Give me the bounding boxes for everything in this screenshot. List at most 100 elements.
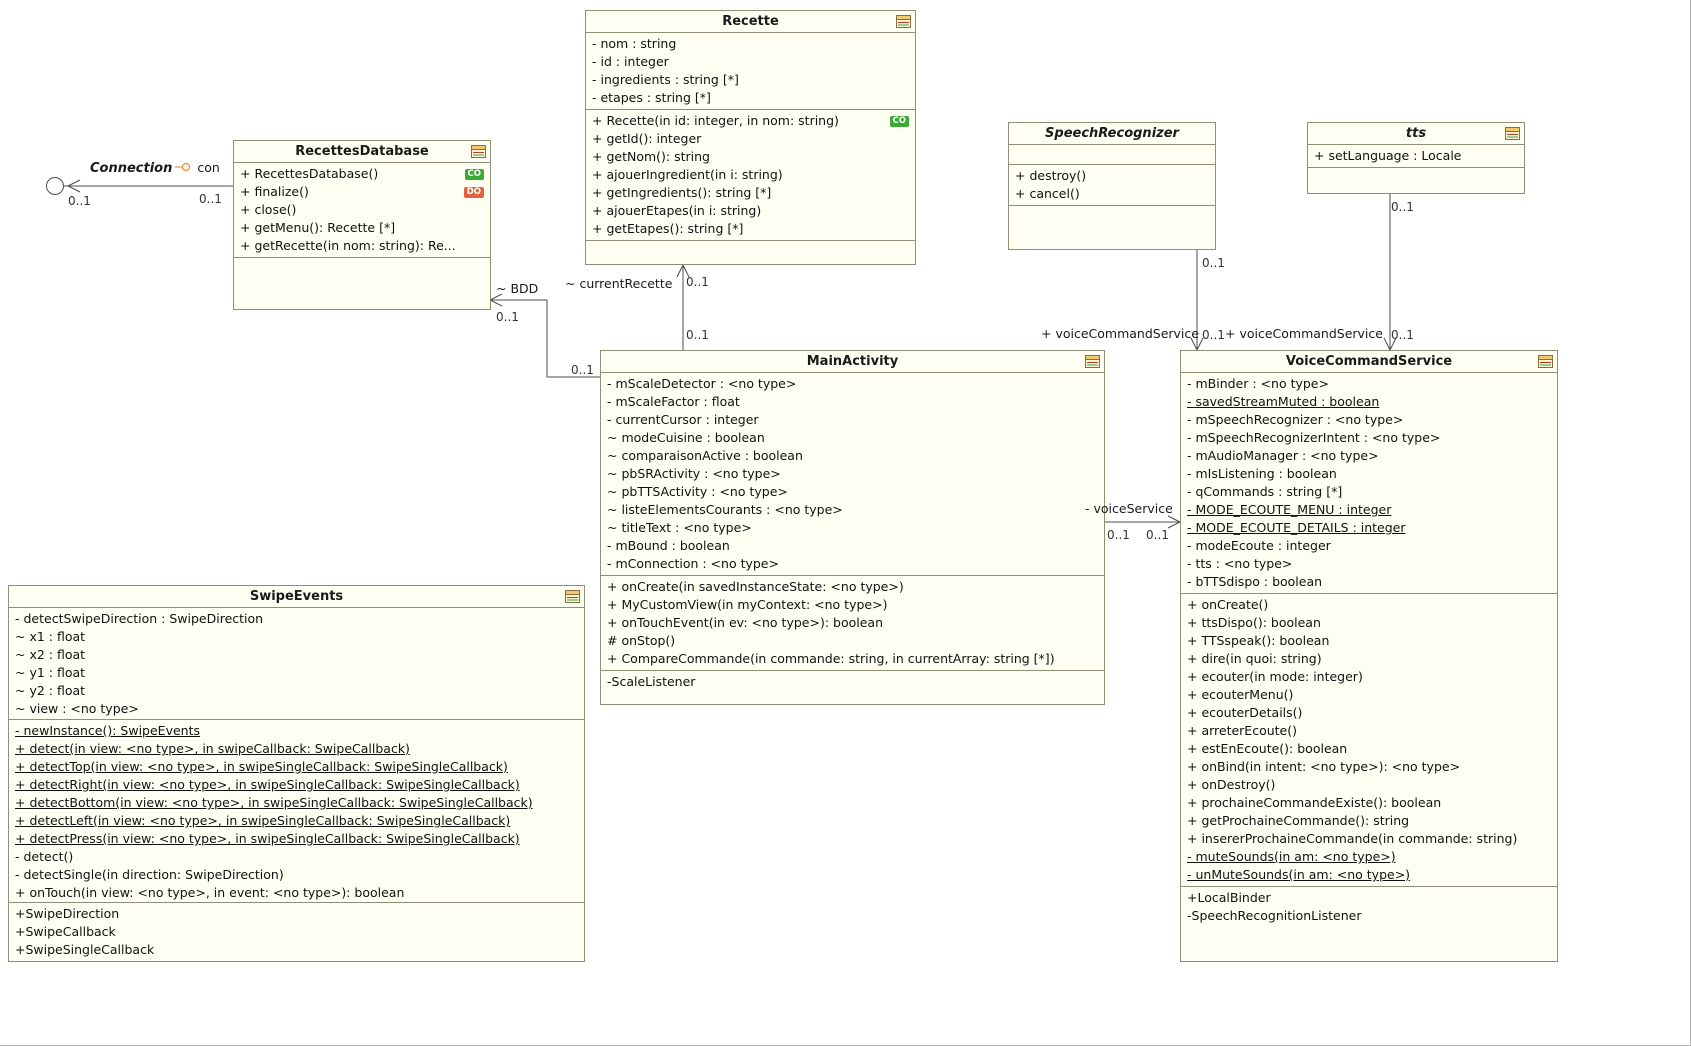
member-row[interactable]: ~ x2 : float xyxy=(15,647,86,662)
class-swipe-events[interactable]: SwipeEvents - detectSwipeDirection : Swi… xyxy=(8,585,585,962)
class-recettes-database[interactable]: RecettesDatabase + RecettesDatabase()CO+… xyxy=(233,140,491,310)
multiplicity-label[interactable]: 0..1 xyxy=(571,363,594,377)
member-row[interactable]: +SwipeSingleCallback xyxy=(15,942,155,958)
member-row[interactable]: + ecouterDetails() xyxy=(1187,705,1303,720)
class-tts[interactable]: tts + setLanguage : Locale xyxy=(1307,122,1525,194)
member-row[interactable]: ~ pbSRActivity : <no type> xyxy=(607,466,781,481)
member-row[interactable]: ~ comparaisonActive : boolean xyxy=(607,448,803,463)
member-row[interactable]: ~ view : <no type> xyxy=(15,701,139,716)
member-row[interactable]: +SwipeDirection xyxy=(15,906,120,922)
edge-connection-lollipop[interactable] xyxy=(46,177,234,195)
multiplicity-label[interactable]: 0..1 xyxy=(1202,256,1225,270)
member-row[interactable]: + cancel() xyxy=(1015,186,1080,201)
member-row[interactable]: - mIsListening : boolean xyxy=(1187,466,1337,481)
member-row[interactable]: + detectLeft(in view: <no type>, in swip… xyxy=(15,813,511,829)
member-row[interactable]: + ecouterMenu() xyxy=(1187,687,1294,702)
member-row[interactable]: + detectRight(in view: <no type>, in swi… xyxy=(15,777,520,793)
member-row[interactable]: + getRecette(in nom: string): Re... xyxy=(240,238,456,253)
member-row[interactable]: + getNom(): string xyxy=(592,149,710,164)
member-row[interactable]: - qCommands : string [*] xyxy=(1187,484,1343,499)
member-row[interactable]: - mBinder : <no type> xyxy=(1187,376,1329,391)
member-row[interactable]: - detect() xyxy=(15,849,74,865)
role-label-current-recette[interactable]: ~ currentRecette xyxy=(565,276,673,291)
member-row[interactable]: + getMenu(): Recette [*] xyxy=(240,220,396,235)
member-row[interactable]: + close() xyxy=(240,202,297,217)
member-row[interactable]: ~ x1 : float xyxy=(15,629,86,644)
member-row[interactable]: + getIngredients(): string [*] xyxy=(592,185,772,200)
class-speech-recognizer[interactable]: SpeechRecognizer + destroy()+ cancel() xyxy=(1008,122,1216,250)
role-label-voice-command-service[interactable]: + voiceCommandService xyxy=(1041,326,1199,341)
class-voice-command-service[interactable]: VoiceCommandService - mBinder : <no type… xyxy=(1180,350,1558,962)
class-main-activity[interactable]: MainActivity - mScaleDetector : <no type… xyxy=(600,350,1105,705)
member-row[interactable]: + Recette(in id: integer, in nom: string… xyxy=(586,112,915,130)
member-row[interactable]: - newInstance(): SwipeEvents xyxy=(15,723,201,739)
member-row[interactable]: ~ y1 : float xyxy=(15,665,86,680)
member-row[interactable]: # onStop() xyxy=(607,633,676,648)
member-row[interactable]: - etapes : string [*] xyxy=(592,90,711,105)
member-row[interactable]: +SwipeCallback xyxy=(15,924,116,940)
member-row[interactable]: - detectSingle(in direction: SwipeDirect… xyxy=(15,867,284,883)
multiplicity-label[interactable]: 0..1 xyxy=(686,328,709,342)
class-recette[interactable]: Recette - nom : string- id : integer- in… xyxy=(585,10,916,265)
member-row[interactable]: - MODE_ECOUTE_MENU : integer xyxy=(1187,502,1392,517)
member-row[interactable]: + detect(in view: <no type>, in swipeCal… xyxy=(15,741,410,757)
multiplicity-label[interactable]: 0..1 xyxy=(68,194,91,208)
member-row[interactable]: + destroy() xyxy=(1015,168,1087,183)
multiplicity-label[interactable]: 0..1 xyxy=(199,192,222,206)
member-row[interactable]: + prochaineCommandeExiste(): boolean xyxy=(1187,795,1442,810)
member-row[interactable]: + ajouerEtapes(in i: string) xyxy=(592,203,762,218)
member-row[interactable]: + ecouter(in mode: integer) xyxy=(1187,669,1363,684)
member-row[interactable]: + onTouch(in view: <no type>, in event: … xyxy=(15,885,405,901)
role-label-bdd[interactable]: ~ BDD xyxy=(496,281,539,296)
member-row[interactable]: + finalize()DO xyxy=(234,183,490,201)
member-row[interactable]: + setLanguage : Locale xyxy=(1314,148,1462,163)
member-row[interactable]: -SpeechRecognitionListener xyxy=(1187,908,1362,923)
member-row[interactable]: - mBound : boolean xyxy=(607,538,730,553)
member-row[interactable]: ~ listeElementsCourants : <no type> xyxy=(607,502,843,517)
member-row[interactable]: - unMuteSounds(in am: <no type>) xyxy=(1187,867,1411,882)
member-row[interactable]: + insererProchaineCommande(in commande: … xyxy=(1187,831,1518,846)
multiplicity-label[interactable]: 0..1 xyxy=(686,275,709,289)
multiplicity-label[interactable]: 0..1 xyxy=(1391,200,1414,214)
edge-voice-service-association[interactable] xyxy=(1105,515,1182,529)
member-row[interactable]: -ScaleListener xyxy=(607,674,696,689)
multiplicity-label[interactable]: 0..1 xyxy=(1202,328,1225,342)
member-row[interactable]: + ttsDispo(): boolean xyxy=(1187,615,1321,630)
member-row[interactable]: - MODE_ECOUTE_DETAILS : integer xyxy=(1187,520,1406,535)
member-row[interactable]: ~ pbTTSActivity : <no type> xyxy=(607,484,788,499)
member-row[interactable]: - id : integer xyxy=(592,54,669,69)
member-row[interactable]: + detectPress(in view: <no type>, in swi… xyxy=(15,831,520,847)
member-row[interactable]: + onCreate() xyxy=(1187,597,1269,612)
member-row[interactable]: - mConnection : <no type> xyxy=(607,556,779,571)
member-row[interactable]: - modeEcoute : integer xyxy=(1187,538,1331,553)
edge-tts-service-association[interactable] xyxy=(1383,194,1397,352)
member-row[interactable]: ~ titleText : <no type> xyxy=(607,520,752,535)
member-row[interactable]: - mSpeechRecognizerIntent : <no type> xyxy=(1187,430,1441,445)
role-label-voice-command-service[interactable]: + voiceCommandService xyxy=(1225,326,1383,341)
member-row[interactable]: - savedStreamMuted : boolean xyxy=(1187,394,1380,409)
member-row[interactable]: - mScaleFactor : float xyxy=(607,394,740,409)
member-row[interactable]: - detectSwipeDirection : SwipeDirection xyxy=(15,611,264,626)
member-row[interactable]: + MyCustomView(in myContext: <no type>) xyxy=(607,597,888,612)
member-row[interactable]: + onDestroy() xyxy=(1187,777,1276,792)
member-row[interactable]: + onTouchEvent(in ev: <no type>): boolea… xyxy=(607,615,883,630)
member-row[interactable]: + getProchaineCommande(): string xyxy=(1187,813,1410,828)
member-row[interactable]: - ingredients : string [*] xyxy=(592,72,739,87)
member-row[interactable]: ~ y2 : float xyxy=(15,683,86,698)
member-row[interactable]: - mScaleDetector : <no type> xyxy=(607,376,797,391)
member-row[interactable]: + RecettesDatabase()CO xyxy=(234,165,490,183)
edge-current-recette-association[interactable] xyxy=(676,263,690,350)
member-row[interactable]: ~ modeCuisine : boolean xyxy=(607,430,765,445)
member-row[interactable]: + detectTop(in view: <no type>, in swipe… xyxy=(15,759,508,775)
member-row[interactable]: + getId(): integer xyxy=(592,131,702,146)
member-row[interactable]: + arreterEcoute() xyxy=(1187,723,1297,738)
member-row[interactable]: - mAudioManager : <no type> xyxy=(1187,448,1379,463)
member-row[interactable]: + onCreate(in savedInstanceState: <no ty… xyxy=(607,579,904,594)
member-row[interactable]: - bTTSdispo : boolean xyxy=(1187,574,1323,589)
multiplicity-label[interactable]: 0..1 xyxy=(1107,528,1130,542)
member-row[interactable]: - mSpeechRecognizer : <no type> xyxy=(1187,412,1404,427)
member-row[interactable]: + getEtapes(): string [*] xyxy=(592,221,744,236)
member-row[interactable]: + ajouerIngredient(in i: string) xyxy=(592,167,783,182)
multiplicity-label[interactable]: 0..1 xyxy=(496,310,519,324)
